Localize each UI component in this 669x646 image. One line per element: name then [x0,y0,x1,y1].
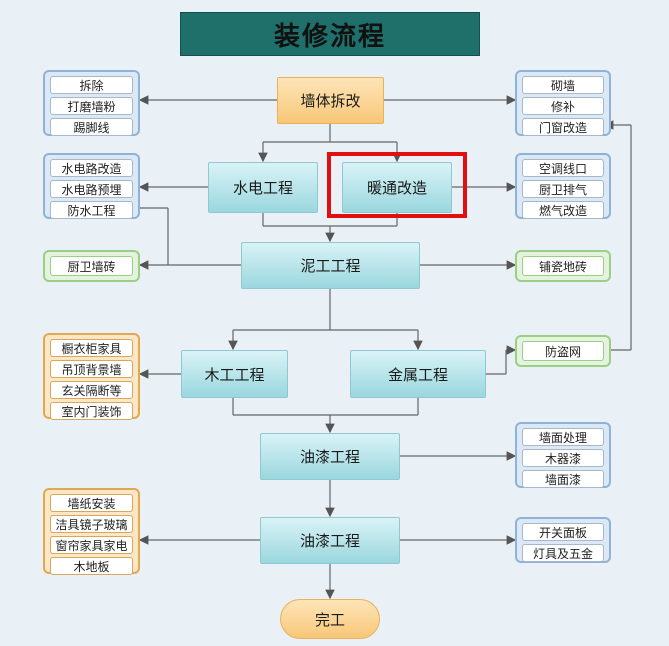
list-item: 水电路预埋 [50,180,133,198]
group-hvac-right: 空调线口 厨卫排气 燃气改造 [515,153,611,219]
list-item: 门窗改造 [522,118,604,136]
step-plumbing-electrical: 水电工程 [208,162,318,213]
group-masonry-right: 铺瓷地砖 [515,250,611,282]
list-item: 踢脚线 [50,118,133,136]
list-item: 燃气改造 [522,201,604,219]
step-demolition: 墙体拆改 [277,77,384,124]
page-title: 装修流程 [180,12,480,56]
group-painting2-right: 开关面板 灯具及五金 [515,517,611,563]
step-painting-2: 油漆工程 [260,517,400,564]
group-painting2-left: 墙纸安装 洁具镜子玻璃 窗帘家具家电 木地板 [43,488,140,575]
list-item: 铺瓷地砖 [522,256,604,276]
list-item: 墙面漆 [522,470,604,488]
step-hvac: 暖通改造 [342,162,452,213]
group-carpentry-left: 橱衣柜家具 吊顶背景墙 玄关隔断等 室内门装饰 [43,333,140,420]
group-masonry-left: 厨卫墙砖 [43,250,140,282]
group-demolition-left: 拆除 打磨墙粉 踢脚线 [43,70,140,136]
list-item: 防水工程 [50,201,133,219]
list-item: 打磨墙粉 [50,97,133,115]
list-item: 砌墙 [522,76,604,94]
list-item: 水电路改造 [50,159,133,177]
list-item: 吊顶背景墙 [50,360,133,378]
list-item: 开关面板 [522,523,604,541]
list-item: 厨卫排气 [522,180,604,198]
list-item: 窗帘家具家电 [50,536,133,554]
group-metal-right: 防盗网 [515,335,611,367]
list-item: 墙面处理 [522,428,604,446]
list-item: 空调线口 [522,159,604,177]
step-metalwork: 金属工程 [350,350,486,398]
highlight-box [327,152,467,218]
list-item: 墙纸安装 [50,494,133,512]
group-demolition-right: 砌墙 修补 门窗改造 [515,70,611,136]
group-plumbing-left: 水电路改造 水电路预埋 防水工程 [43,153,140,219]
list-item: 木器漆 [522,449,604,467]
list-item: 洁具镜子玻璃 [50,515,133,533]
list-item: 灯具及五金 [522,544,604,562]
list-item: 拆除 [50,76,133,94]
group-painting1-right: 墙面处理 木器漆 墙面漆 [515,422,611,488]
step-carpentry: 木工工程 [181,350,288,398]
list-item: 玄关隔断等 [50,381,133,399]
list-item: 室内门装饰 [50,402,133,420]
list-item: 防盗网 [522,341,604,361]
list-item: 橱衣柜家具 [50,339,133,357]
list-item: 厨卫墙砖 [50,256,133,276]
step-finish: 完工 [280,599,380,639]
list-item: 木地板 [50,557,133,575]
step-painting-1: 油漆工程 [260,433,400,480]
step-masonry: 泥工工程 [241,242,420,289]
list-item: 修补 [522,97,604,115]
